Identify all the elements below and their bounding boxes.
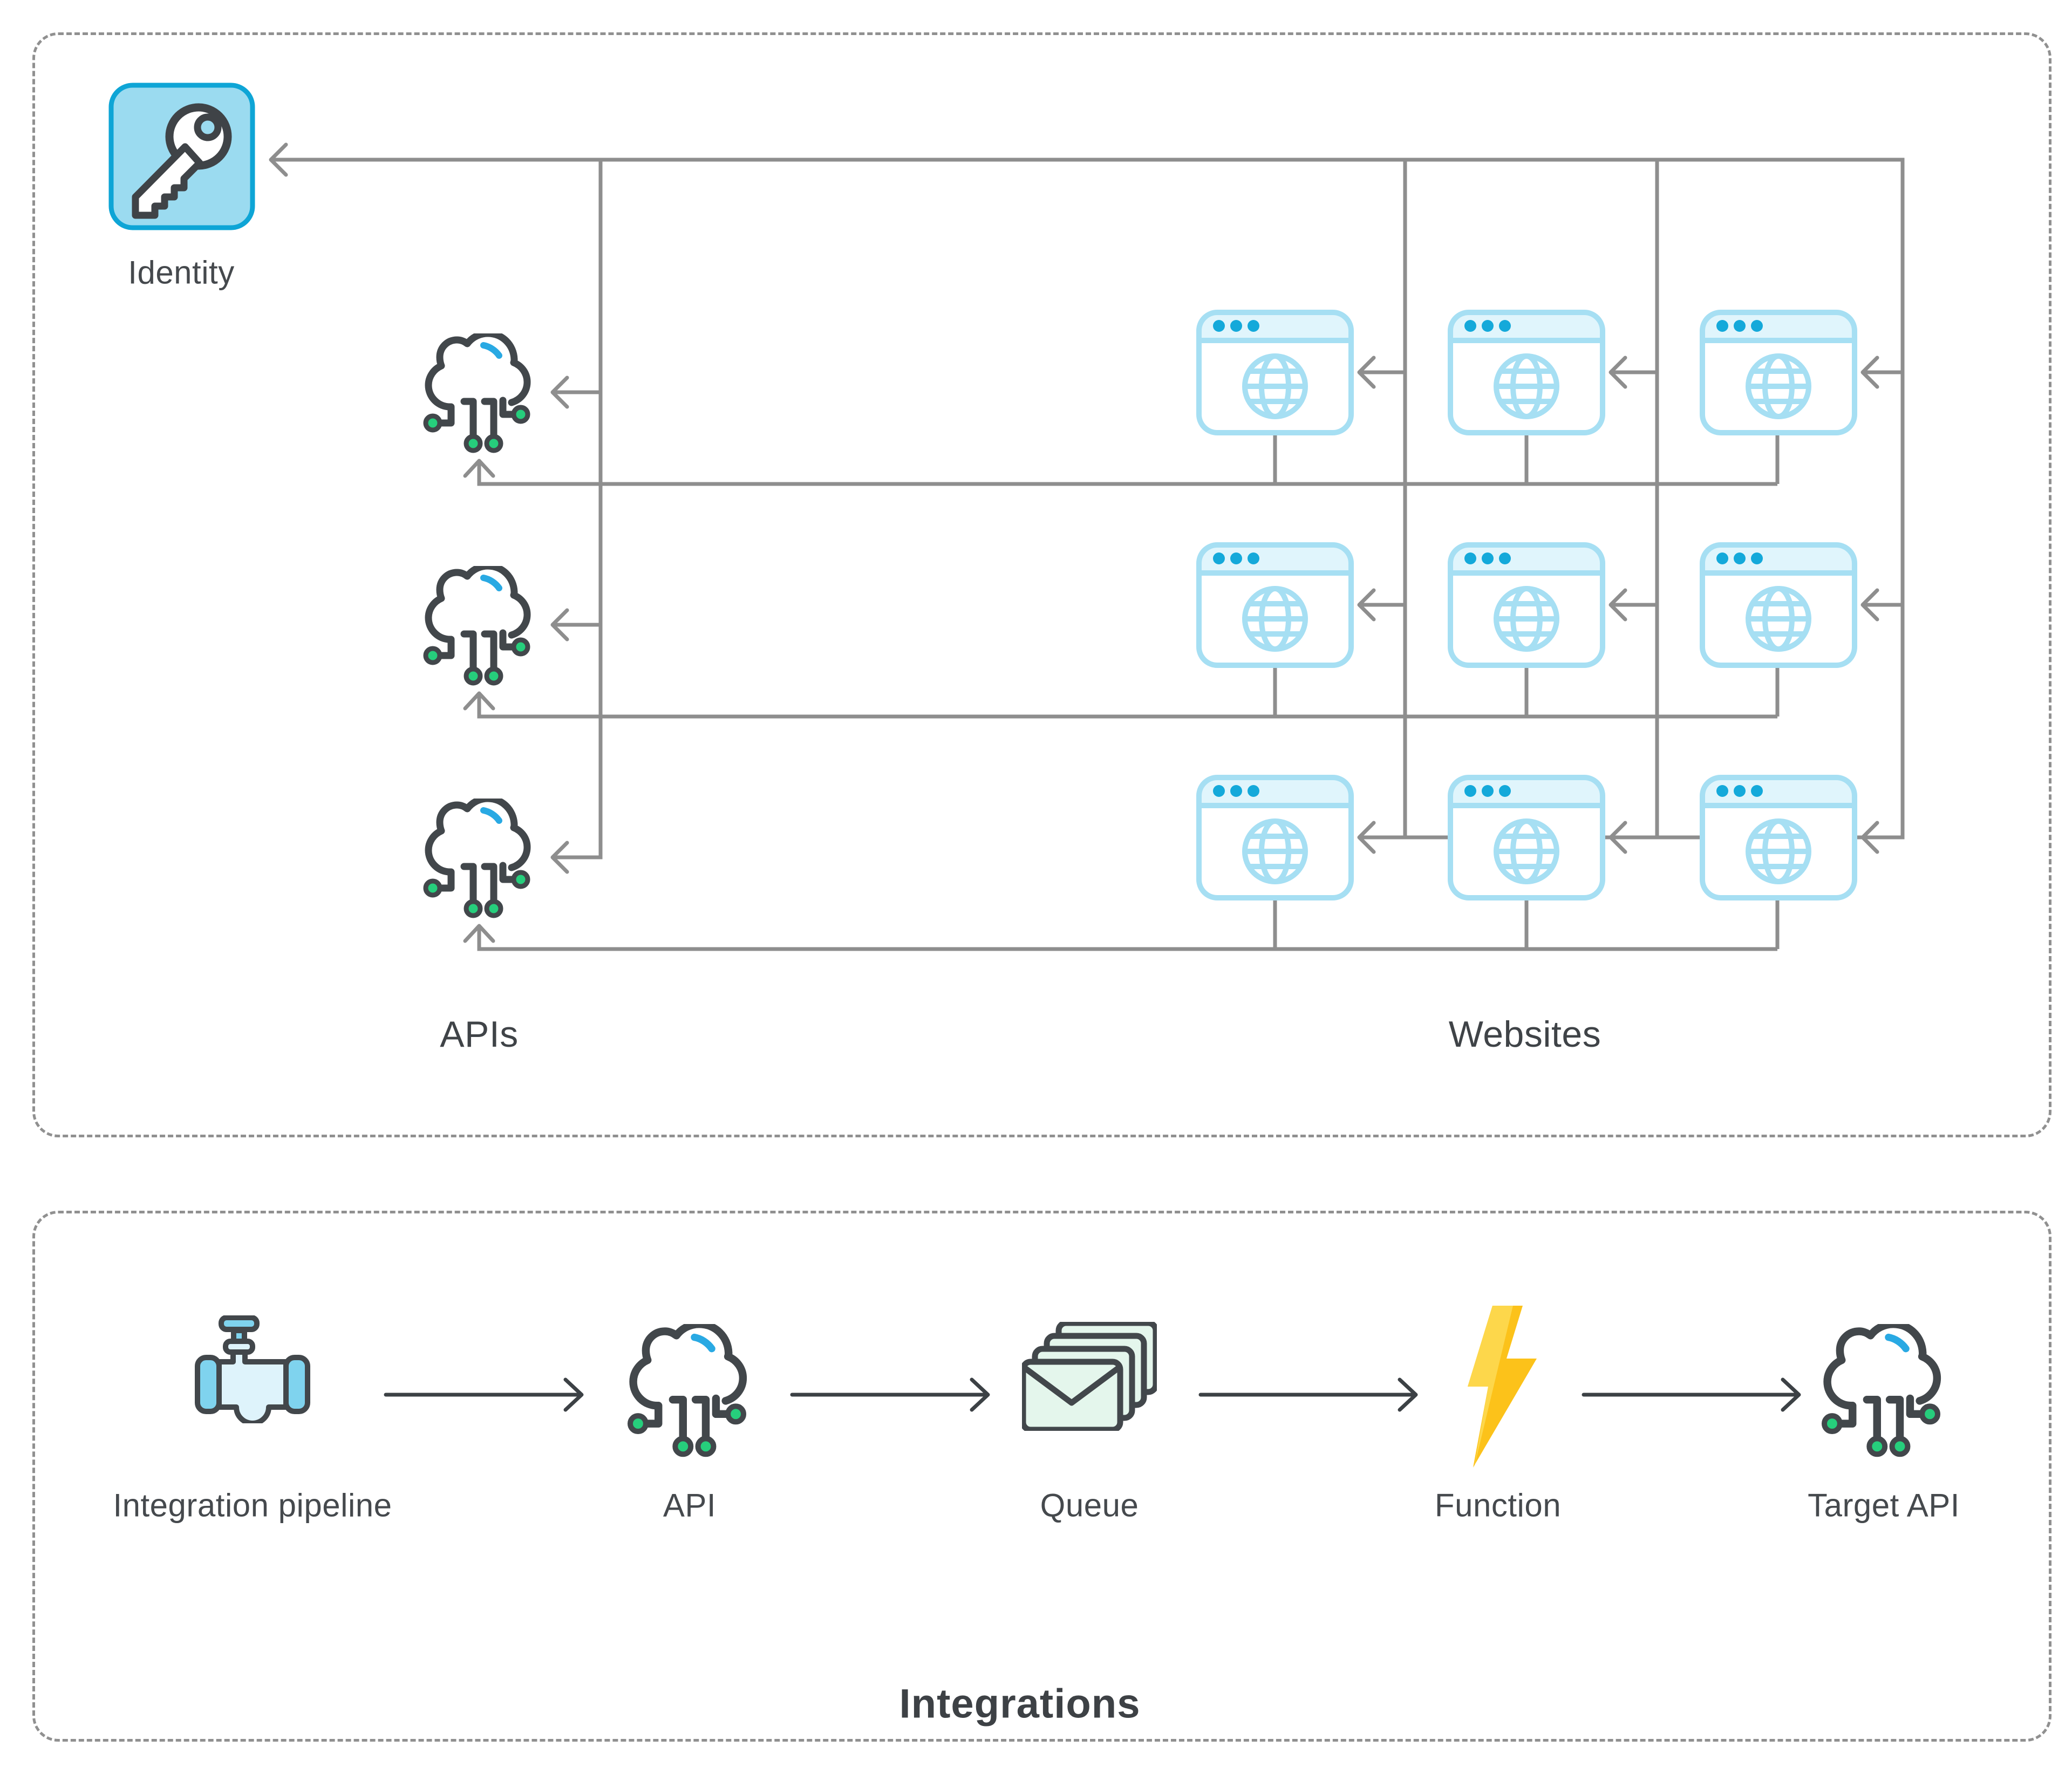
- lightning-bolt-icon: [1468, 1306, 1537, 1468]
- browser-globe-icon: [1450, 777, 1603, 898]
- api-feeder-line: [553, 160, 603, 859]
- connector-lines: [272, 158, 1905, 951]
- identity-websites-panel: [32, 32, 2051, 1137]
- row2-bus-line: [477, 695, 1777, 719]
- browser-globe-icon: [1702, 777, 1855, 898]
- pipe-valve-icon: [197, 1318, 308, 1423]
- browser-globe-icon: [1199, 777, 1351, 898]
- step-label-api: API: [663, 1487, 717, 1524]
- api-cloud-icon: [426, 333, 528, 451]
- step-label-integration-pipeline: Integration pipeline: [113, 1487, 392, 1524]
- col1-feeder-line: [1359, 160, 1407, 840]
- browser-globe-icon: [1450, 545, 1603, 665]
- websites-section-label: Websites: [1448, 1014, 1601, 1055]
- api-cloud-icon: [426, 566, 528, 683]
- api-cloud-group: [426, 333, 528, 916]
- step-label-queue: Queue: [1040, 1487, 1139, 1524]
- row3-bus-line: [477, 928, 1777, 951]
- integration-flow-icons: [197, 1306, 1938, 1468]
- queue-envelopes-icon: [1023, 1323, 1156, 1430]
- api-cloud-icon: [1824, 1324, 1938, 1454]
- api-cloud-icon: [426, 799, 528, 916]
- step-label-target-api: Target API: [1808, 1487, 1960, 1524]
- col2-feeder-line: [1611, 160, 1659, 840]
- browser-globe-icon: [1199, 312, 1351, 433]
- browser-globe-icon: [1702, 312, 1855, 433]
- browser-globe-icon: [1450, 312, 1603, 433]
- identity-node: [108, 83, 255, 230]
- browser-globe-icon: [1702, 545, 1855, 665]
- step-label-function: Function: [1434, 1487, 1562, 1524]
- browser-globe-icon: [1199, 545, 1351, 665]
- identity-label: Identity: [128, 254, 235, 291]
- connector-arrowheads: [269, 142, 1879, 943]
- arrowhead-into-identity: [269, 142, 288, 177]
- row1-bus-line: [477, 463, 1777, 486]
- key-icon: [132, 103, 232, 219]
- integrations-title: Integrations: [899, 1681, 1141, 1727]
- apis-section-label: APIs: [440, 1014, 519, 1055]
- websites-grid: [1199, 312, 1855, 898]
- integrations-panel: [32, 1211, 2051, 1742]
- flow-arrows: [384, 1377, 1801, 1412]
- api-cloud-icon: [630, 1324, 744, 1454]
